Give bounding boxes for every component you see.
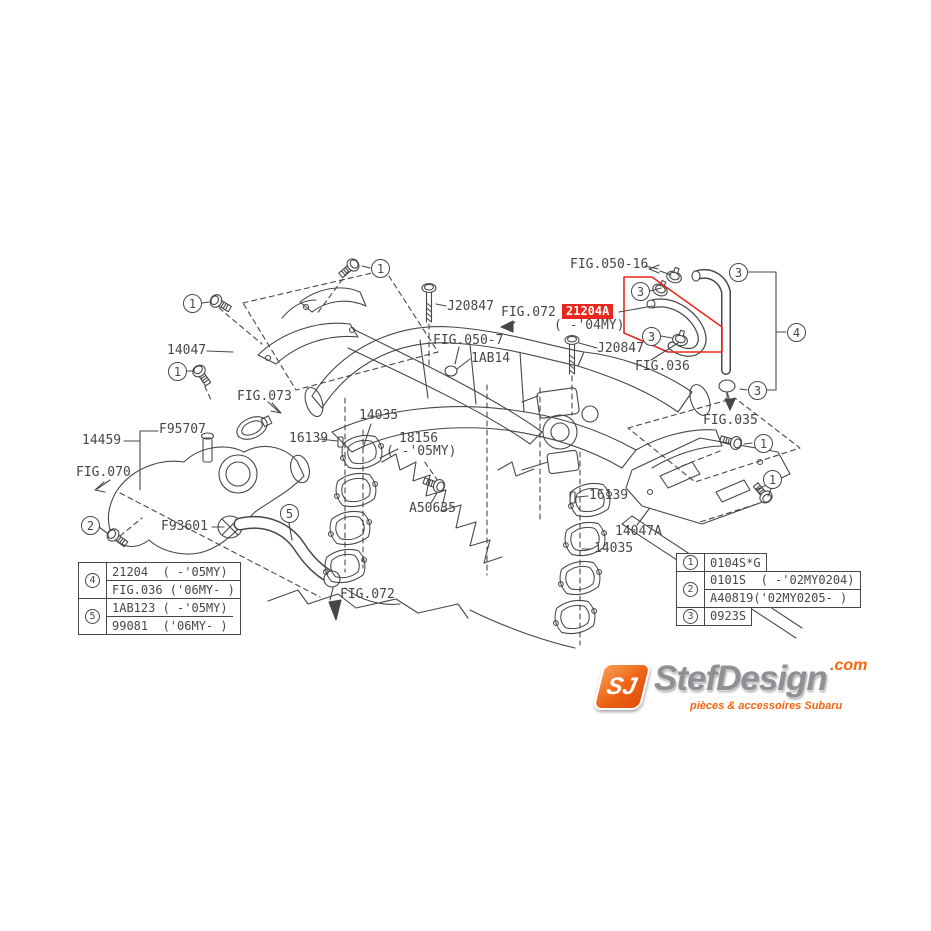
part-cell: FIG.036 ('06MY- )	[107, 580, 240, 598]
label-14047a: 14047A	[615, 524, 662, 539]
callout-2: 2	[81, 516, 100, 535]
table-callout-2: 2	[683, 581, 698, 597]
callout-5: 5	[280, 504, 299, 523]
label-18156-my: ( -'05MY)	[386, 444, 457, 459]
table-row-1: 1 0104S*G	[676, 553, 767, 572]
table-callout-5: 5	[85, 609, 100, 624]
label-1ab14: 1AB14	[471, 351, 511, 366]
ref-table-left: 4 21204 ( -'05MY) FIG.036 ('06MY- ) 5 1A…	[78, 562, 241, 635]
construction-lines	[119, 269, 801, 646]
label-16139-right: 16139	[589, 488, 629, 503]
red-highlight-outline	[623, 276, 723, 353]
gasket-chain-left	[319, 431, 388, 587]
part-cell: 1AB123 ( -'05MY)	[112, 600, 228, 615]
label-fig050-16: FIG.050-16	[570, 257, 649, 272]
label-14035-right: 14035	[594, 541, 634, 556]
label-j20847-right: J20847	[597, 341, 644, 356]
part-cell: 0923S	[710, 609, 747, 624]
label-fig050-7: FIG.050-7	[433, 333, 504, 348]
label-f93601: F93601	[161, 519, 208, 534]
part-cell: 99081 ('06MY- )	[107, 616, 233, 634]
logo-monogram-badge: SJ	[592, 663, 652, 710]
logo-tld: .com	[830, 657, 868, 674]
figure-arrows	[94, 264, 736, 621]
callout-3: 3	[729, 263, 748, 282]
label-fig072-top: FIG.072	[501, 305, 556, 320]
label-fig072-bottom: FIG.072	[340, 587, 395, 602]
highlighted-part-21204a[interactable]: 21204A	[562, 304, 614, 319]
bracket-14047-drawing	[257, 287, 367, 365]
label-a50635: A50635	[409, 501, 456, 516]
logo-monogram: SJ	[604, 672, 640, 700]
callout-1: 1	[754, 434, 773, 453]
label-fig070: FIG.070	[76, 465, 131, 480]
table-callout-1: 1	[683, 555, 698, 570]
callout-1: 1	[371, 259, 390, 278]
logo-tagline: pièces & accessoires Subaru	[690, 700, 843, 712]
gasket-chain-right	[549, 479, 616, 638]
label-fig036: FIG.036	[635, 359, 690, 374]
table-row-group-5: 5 1AB123 ( -'05MY) 99081 ('06MY- )	[79, 598, 240, 634]
label-16139-left: 16139	[289, 431, 329, 446]
hose-item5-drawing	[233, 516, 341, 601]
part-cell: 0104S*G	[710, 555, 761, 570]
callout-3: 3	[631, 282, 650, 301]
label-21204a-my: ( -'04MY)	[554, 318, 625, 333]
part-cell: 0101S ( -'02MY0204)	[710, 573, 855, 588]
ref-table-right: 1 0104S*G 2 0101S ( -'02MY0204) A40819('…	[676, 553, 861, 626]
bolts	[104, 255, 776, 551]
label-14047: 14047	[167, 343, 207, 358]
intake-manifold-drawing	[304, 326, 723, 475]
table-callout-4: 4	[85, 573, 100, 588]
logo-name: StefDesign	[654, 659, 828, 698]
callout-3: 3	[642, 327, 661, 346]
label-fig073: FIG.073	[237, 389, 292, 404]
callout-4: 4	[787, 323, 806, 342]
label-f95707: F95707	[159, 422, 206, 437]
label-18156: 18156	[399, 431, 439, 446]
table-row-3: 3 0923S	[676, 606, 753, 626]
label-14459: 14459	[82, 433, 122, 448]
callout-3: 3	[748, 381, 767, 400]
part-cell: A40819('02MY0205- )	[705, 588, 860, 607]
table-row-group-2: 2 0101S ( -'02MY0204) A40819('02MY0205- …	[676, 570, 861, 608]
callout-1: 1	[168, 362, 187, 381]
part-cell: 21204 ( -'05MY)	[112, 564, 228, 579]
label-14035-left: 14035	[359, 408, 399, 423]
stefdesign-logo: SJ StefDesign .com pièces & accessoires …	[592, 657, 886, 717]
callout-1: 1	[183, 294, 202, 313]
label-j20847-left: J20847	[447, 299, 494, 314]
table-row-group-4: 4 21204 ( -'05MY) FIG.036 ('06MY- )	[79, 563, 240, 598]
label-fig035: FIG.035	[703, 413, 758, 428]
table-callout-3: 3	[683, 608, 698, 624]
callout-1: 1	[763, 470, 782, 489]
